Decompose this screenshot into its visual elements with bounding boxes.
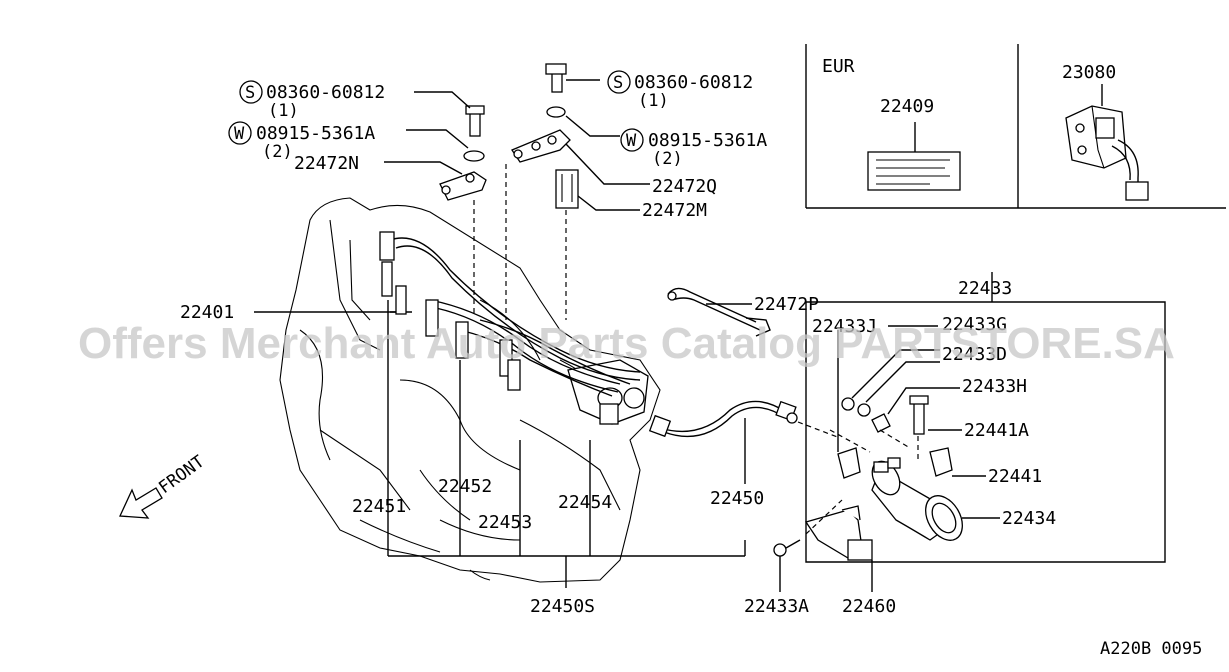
s-symbol-icon-right: S xyxy=(607,70,631,94)
wire-clamp-22472M[interactable] xyxy=(555,169,640,320)
connector-23080[interactable] xyxy=(1065,84,1149,201)
part-number-22409[interactable]: 22409 xyxy=(880,96,934,117)
part-number-22460[interactable]: 22460 xyxy=(842,596,896,617)
distributor[interactable] xyxy=(567,359,649,425)
spark-plug-wires[interactable] xyxy=(379,231,746,588)
part-number-22433A[interactable]: 22433A xyxy=(744,596,809,617)
part-number-22433[interactable]: 22433 xyxy=(958,278,1012,299)
part-number-22472Q[interactable]: 22472Q xyxy=(652,176,717,197)
part-number-22433H[interactable]: 22433H xyxy=(962,376,1027,397)
part-number-08360-60812-left[interactable]: 08360-60812 xyxy=(266,82,385,103)
spark-plug-22401[interactable] xyxy=(254,285,407,315)
part-number-22434[interactable]: 22434 xyxy=(1002,508,1056,529)
part-number-22433D[interactable]: 22433D xyxy=(942,344,1007,365)
wire-clamp-22472Q[interactable] xyxy=(505,63,650,320)
coil-bracket-22441[interactable] xyxy=(829,325,986,479)
watermark: Offers Merchant Auto Parts Catalog PARTS… xyxy=(78,319,1175,368)
region-label-eur: EUR xyxy=(822,56,855,77)
coil-assembly-box xyxy=(805,272,1166,563)
inset-boxes xyxy=(805,44,1226,209)
diagram-code: A220B 0095 xyxy=(1100,639,1202,659)
part-number-22472P[interactable]: 22472P xyxy=(754,294,819,315)
w-symbol-icon-left: W xyxy=(228,121,252,145)
label-sticker-22409[interactable] xyxy=(867,122,961,191)
part-number-22452[interactable]: 22452 xyxy=(438,476,492,497)
part-number-22472N[interactable]: 22472N xyxy=(294,153,359,174)
coil-lead-22450[interactable] xyxy=(648,400,841,484)
part-number-08360-60812-right[interactable]: 08360-60812 xyxy=(634,72,753,93)
qty-label: (2) xyxy=(262,142,293,162)
wire-clamp-22472P[interactable] xyxy=(667,287,771,337)
svg-text:S: S xyxy=(613,73,623,93)
front-arrow-icon xyxy=(119,487,163,519)
part-number-22433J[interactable]: 22433J xyxy=(812,316,877,337)
part-number-22450S[interactable]: 22450S xyxy=(530,596,595,617)
front-label: FRONT xyxy=(155,452,208,498)
part-number-22472M[interactable]: 22472M xyxy=(642,200,707,221)
part-number-23080[interactable]: 23080 xyxy=(1062,62,1116,83)
qty-label: (1) xyxy=(268,101,299,121)
part-number-22453[interactable]: 22453 xyxy=(478,512,532,533)
svg-text:S: S xyxy=(245,83,255,103)
part-number-22401[interactable]: 22401 xyxy=(180,302,234,323)
wire-clamp-22472N[interactable] xyxy=(384,91,487,314)
ignition-coil-22434[interactable] xyxy=(867,456,1000,546)
part-number-22450[interactable]: 22450 xyxy=(710,488,764,509)
svg-text:W: W xyxy=(234,124,245,144)
part-number-22454[interactable]: 22454 xyxy=(558,492,612,513)
qty-label: (1) xyxy=(638,91,669,111)
qty-label: (2) xyxy=(652,149,683,169)
part-number-08915-5361A-left[interactable]: 08915-5361A xyxy=(256,123,375,144)
svg-text:W: W xyxy=(626,131,637,151)
part-number-22433G[interactable]: 22433G xyxy=(942,314,1007,335)
w-symbol-icon-right: W xyxy=(620,128,644,152)
part-number-22451[interactable]: 22451 xyxy=(352,496,406,517)
s-symbol-icon-left: S xyxy=(239,80,263,104)
part-number-08915-5361A-right[interactable]: 08915-5361A xyxy=(648,130,767,151)
part-number-22441[interactable]: 22441 xyxy=(988,466,1042,487)
resistor-22460[interactable] xyxy=(773,499,873,592)
part-number-22441A[interactable]: 22441A xyxy=(964,420,1029,441)
